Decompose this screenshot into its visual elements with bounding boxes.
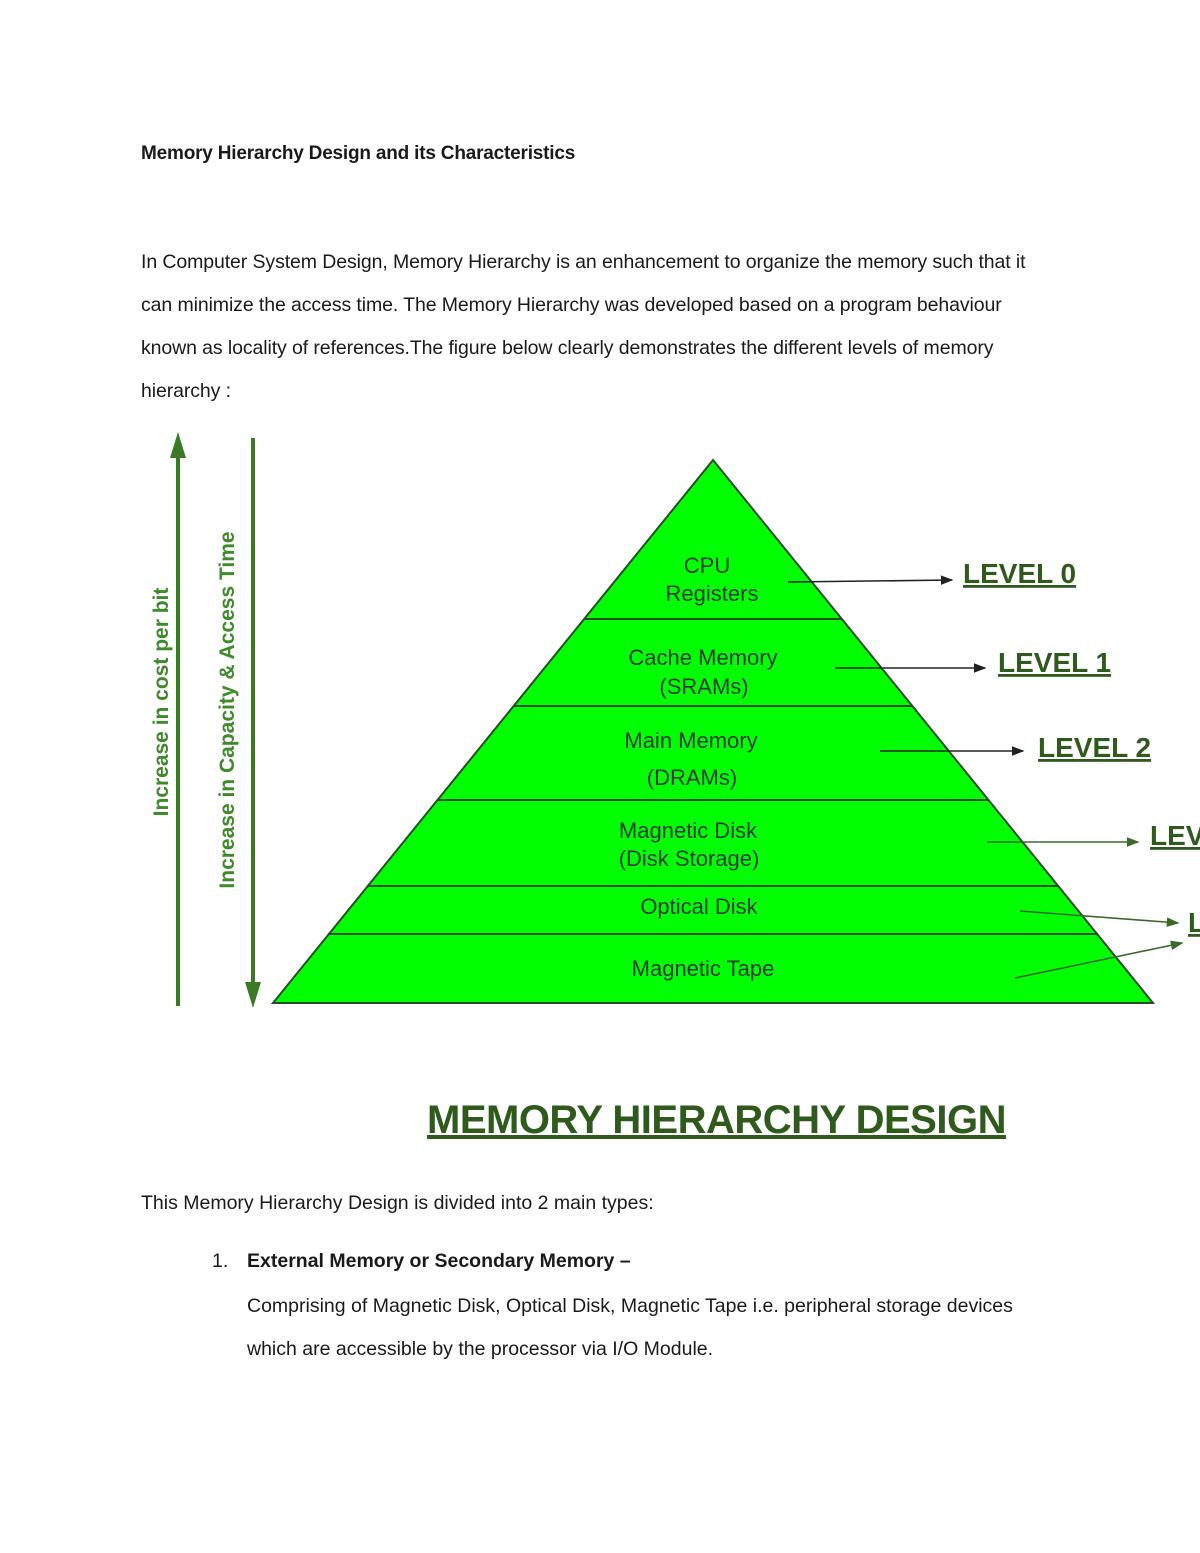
figure-caption: MEMORY HIERARCHY DESIGN (427, 1098, 1006, 1142)
layer-magnetic-disk-line1: Magnetic Disk (619, 818, 758, 843)
layer-main-line1: Main Memory (624, 728, 757, 753)
list-number: 1. (212, 1250, 229, 1272)
level-1-label: LEVEL 1 (998, 647, 1111, 678)
layer-cache-line1: Cache Memory (628, 645, 777, 670)
layer-optical-disk: Optical Disk (640, 894, 758, 919)
level-4-label: LEVEL 4 (1188, 907, 1200, 938)
layer-main-line2: (DRAMs) (647, 765, 737, 790)
layer-magnetic-disk-line2: (Disk Storage) (619, 846, 760, 871)
memory-hierarchy-diagram: Increase in cost per bit Increase in Cap… (150, 432, 1200, 1008)
level-arrows (787, 575, 1184, 979)
layer-dividers (328, 618, 1098, 935)
level-0-label: LEVEL 0 (963, 558, 1076, 589)
capacity-arrow (245, 438, 261, 1008)
intro-paragraph: In Computer System Design, Memory Hierar… (141, 251, 1026, 402)
list-item-heading: External Memory or Secondary Memory – (247, 1250, 631, 1272)
document-title: Memory Hierarchy Design and its Characte… (141, 143, 576, 164)
level-2-label: LEVEL 2 (1038, 732, 1151, 763)
layer-cpu-registers-line1: CPU (684, 553, 730, 578)
pyramid (270, 458, 1156, 1004)
level-3-label: LEVEL 3 (1150, 820, 1200, 851)
layer-cache-line2: (SRAMs) (659, 674, 748, 699)
layer-magnetic-tape: Magnetic Tape (632, 956, 775, 981)
cost-axis-label: Increase in cost per bit (150, 588, 173, 817)
types-intro: This Memory Hierarchy Design is divided … (141, 1192, 654, 1214)
layer-cpu-registers-line2: Registers (666, 581, 759, 606)
list-item-body: Comprising of Magnetic Disk, Optical Dis… (247, 1295, 1013, 1360)
capacity-axis-label: Increase in Capacity & Access Time (216, 531, 239, 888)
cost-arrow (170, 432, 186, 1006)
